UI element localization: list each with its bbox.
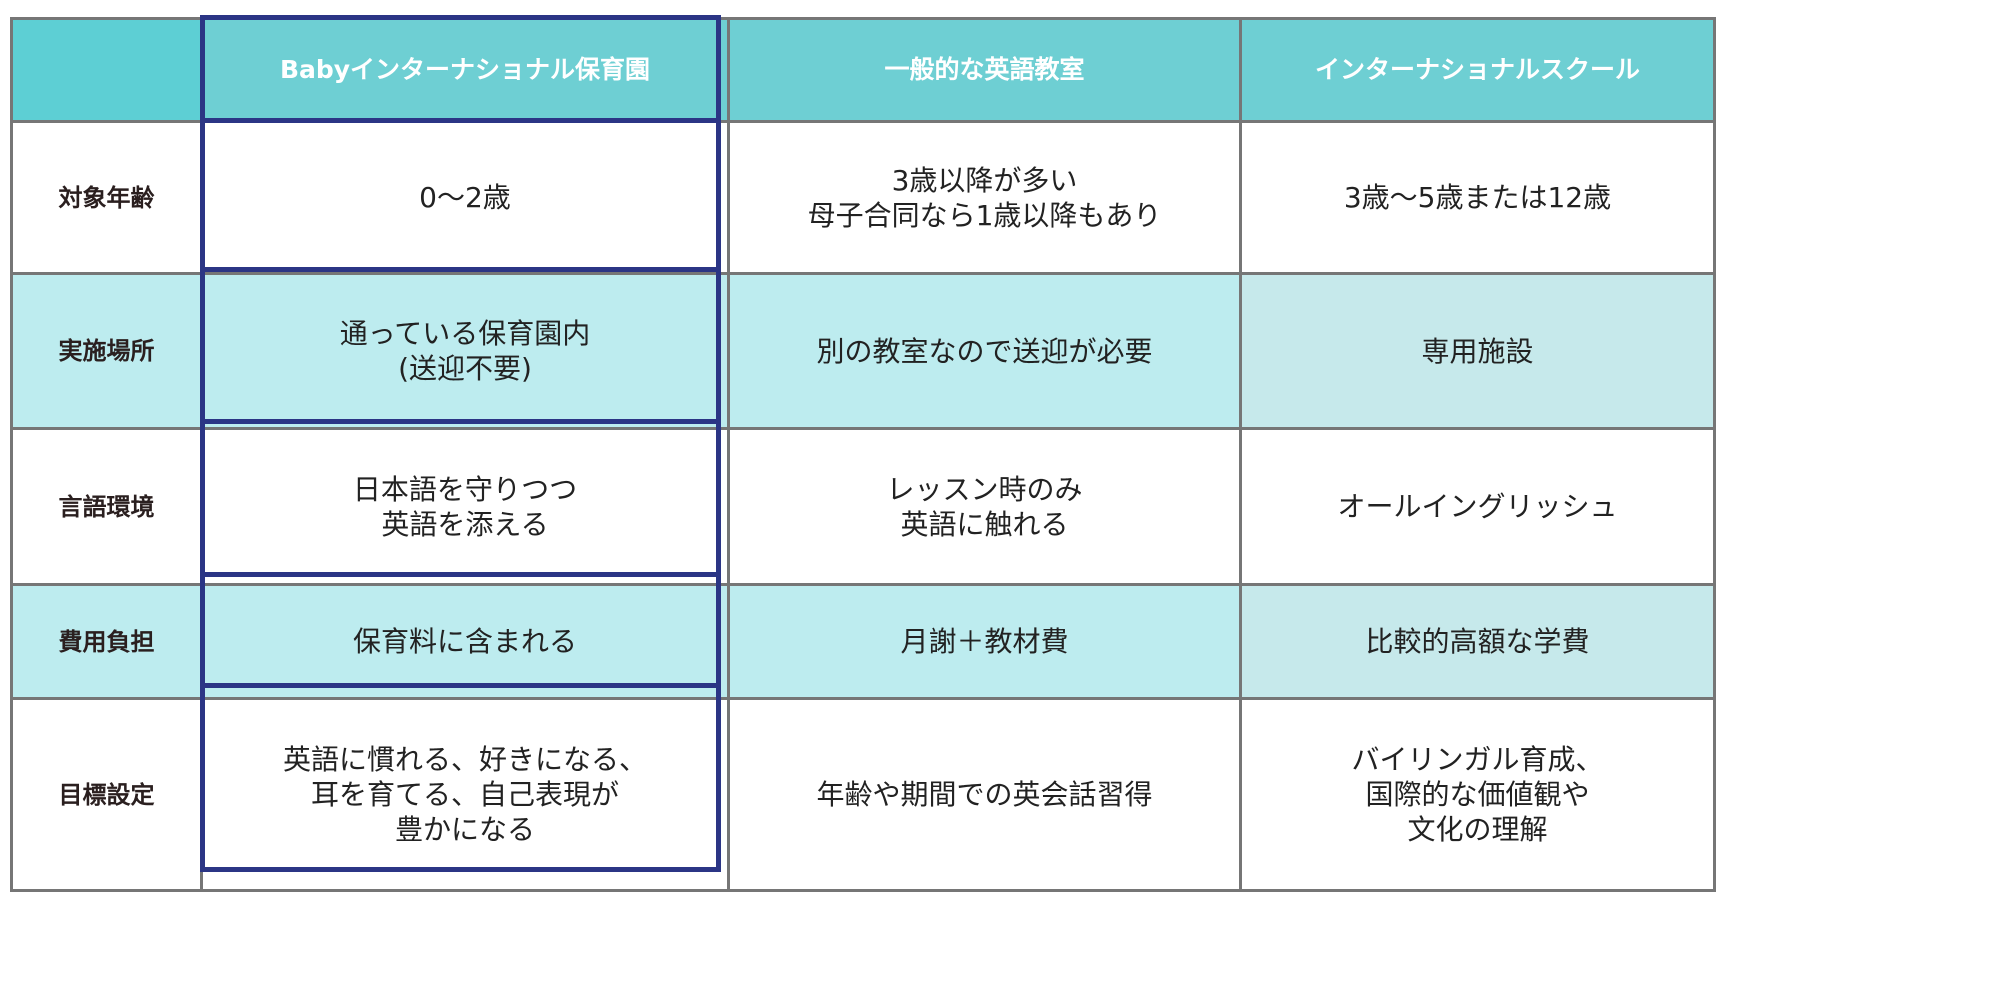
table-cell: 保育料に含まれる [200, 583, 730, 700]
cell-text: 0〜2歳 [419, 181, 511, 214]
highlight-row-divider [200, 572, 721, 577]
highlight-row-divider [200, 118, 721, 123]
table-row: 言語環境日本語を守りつつ英語を添えるレッスン時のみ英語に触れるオールイングリッシ… [10, 427, 1716, 586]
cell-text: オールイングリッシュ [1337, 490, 1618, 523]
table-cell: 比較的高額な学費 [1239, 583, 1716, 700]
table-cell: バイリンガル育成、国際的な価値観や文化の理解 [1239, 697, 1716, 892]
table-cell: 専用施設 [1239, 272, 1716, 430]
row-label: 実施場所 [10, 272, 203, 430]
cell-text: 豊かになる [394, 813, 535, 846]
cell-text: 保育料に含まれる [352, 625, 577, 658]
cell-text: 3歳以降が多い [891, 163, 1078, 197]
cell-text: 耳を育てる、自己表現が [310, 778, 619, 811]
table-cell: 月謝＋教材費 [727, 583, 1242, 700]
cell-text: 母子合同なら1歳以降もあり [807, 198, 1162, 232]
table-row: 費用負担 保育料に含まれる 月謝＋教材費 比較的高額な学費 [10, 583, 1716, 700]
header-baby-international: Babyインターナショナル保育園 [200, 17, 730, 123]
table-cell: レッスン時のみ英語に触れる [727, 427, 1242, 586]
row-label: 目標設定 [10, 697, 203, 892]
cell-text: 比較的高額な学費 [1365, 625, 1590, 658]
highlight-row-divider [200, 419, 721, 424]
row-label: 費用負担 [10, 583, 203, 700]
row-label: 対象年齢 [10, 120, 203, 275]
table-cell: 通っている保育園内(送迎不要) [200, 272, 730, 430]
table-row: 実施場所通っている保育園内(送迎不要)別の教室なので送迎が必要専用施設 [10, 272, 1716, 430]
table-cell: オールイングリッシュ [1239, 427, 1716, 586]
header-corner [10, 17, 203, 123]
cell-text: 通っている保育園内 [339, 317, 591, 350]
cell-text: 月謝＋教材費 [900, 625, 1069, 658]
cell-text: レッスン時のみ [886, 472, 1083, 506]
highlight-row-divider [200, 683, 721, 688]
cell-text: 英語を添える [381, 507, 549, 541]
highlight-row-divider [200, 267, 721, 272]
table-cell: 別の教室なので送迎が必要 [727, 272, 1242, 430]
cell-text: 専用施設 [1421, 334, 1534, 368]
table-row: 対象年齢 0〜2歳 3歳以降が多い母子合同なら1歳以降もあり 3歳〜5歳または12歳 [10, 120, 1716, 275]
cell-text: 国際的な価値観や [1365, 778, 1590, 811]
table-cell: 0〜2歳 [200, 120, 730, 275]
header-row: Babyインターナショナル保育園 一般的な英語教室 インターナショナルスクール [10, 17, 1716, 123]
cell-text: 日本語を守りつつ [352, 472, 578, 506]
table-row: 目標設定英語に慣れる、好きになる、耳を育てる、自己表現が豊かになる年齢や期間での… [10, 697, 1716, 892]
cell-text: 別の教室なので送迎が必要 [816, 334, 1153, 368]
comparison-table: Babyインターナショナル保育園 一般的な英語教室 インターナショナルスクール … [10, 17, 1716, 892]
header-english-school: 一般的な英語教室 [727, 17, 1242, 123]
table-cell: 3歳以降が多い母子合同なら1歳以降もあり [727, 120, 1242, 275]
cell-text: 文化の理解 [1407, 813, 1548, 846]
cell-text: 3歳〜5歳または12歳 [1343, 181, 1612, 214]
cell-text: バイリンガル育成、 [1351, 743, 1604, 776]
cell-text: 年齢や期間での英会話習得 [816, 778, 1153, 811]
row-label: 言語環境 [10, 427, 203, 586]
header-international-school: インターナショナルスクール [1239, 17, 1716, 123]
table-cell: 日本語を守りつつ英語を添える [200, 427, 730, 586]
cell-text: (送迎不要) [398, 352, 532, 385]
cell-text: 英語に慣れる、好きになる、 [282, 743, 647, 776]
cell-text: 英語に触れる [900, 507, 1069, 541]
table-cell: 3歳〜5歳または12歳 [1239, 120, 1716, 275]
table-cell: 英語に慣れる、好きになる、耳を育てる、自己表現が豊かになる [200, 697, 730, 892]
table-cell: 年齢や期間での英会話習得 [727, 697, 1242, 892]
